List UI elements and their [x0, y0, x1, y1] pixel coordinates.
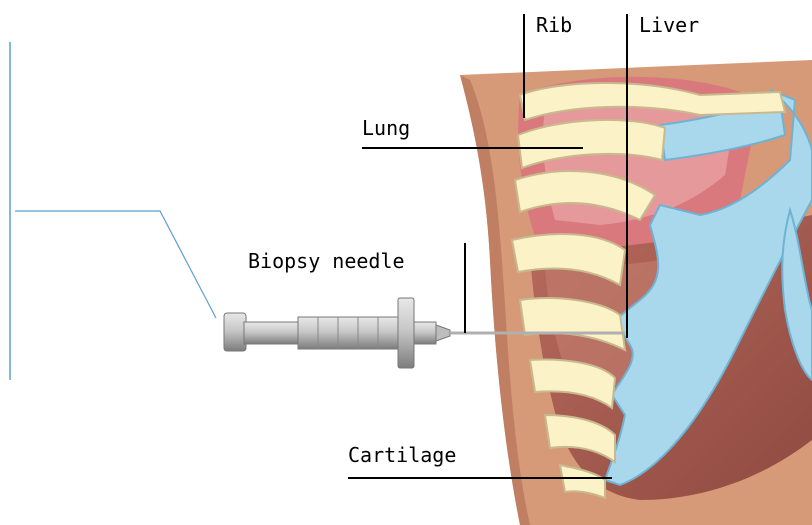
rib-label: Rib	[536, 13, 572, 37]
syringe-tip	[414, 322, 436, 344]
syringe-barrel	[298, 317, 398, 349]
syringe-hub	[436, 325, 450, 341]
lung-label: Lung	[362, 116, 410, 140]
syringe-plunger	[244, 322, 300, 344]
syringe-plunger-cap	[224, 313, 246, 351]
liver-label: Liver	[639, 13, 699, 37]
syringe-flange	[398, 298, 414, 368]
cartilage-label: Cartilage	[348, 443, 456, 467]
biopsy-needle-label: Biopsy needle	[248, 249, 405, 273]
callout-pointer-line	[15, 211, 216, 318]
